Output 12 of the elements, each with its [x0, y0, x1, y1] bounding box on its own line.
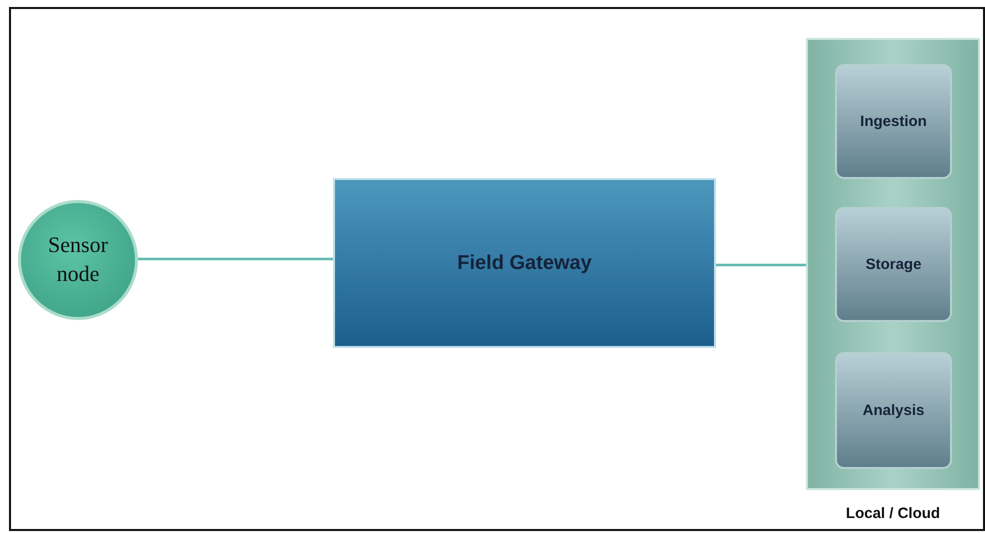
connector-line — [138, 258, 333, 260]
connector-line — [716, 264, 806, 266]
process-box — [835, 64, 952, 179]
gateway-box — [333, 178, 716, 348]
node-label: Storage — [866, 256, 922, 273]
panel-heading: Local / Cloud — [844, 505, 942, 522]
node-label: Field Gateway — [457, 252, 592, 274]
node-label: Analysis — [862, 402, 924, 419]
process-box — [835, 352, 952, 469]
node-label: Ingestion — [860, 113, 927, 130]
process-box — [835, 207, 952, 322]
node-label: Sensor node — [47, 231, 109, 288]
